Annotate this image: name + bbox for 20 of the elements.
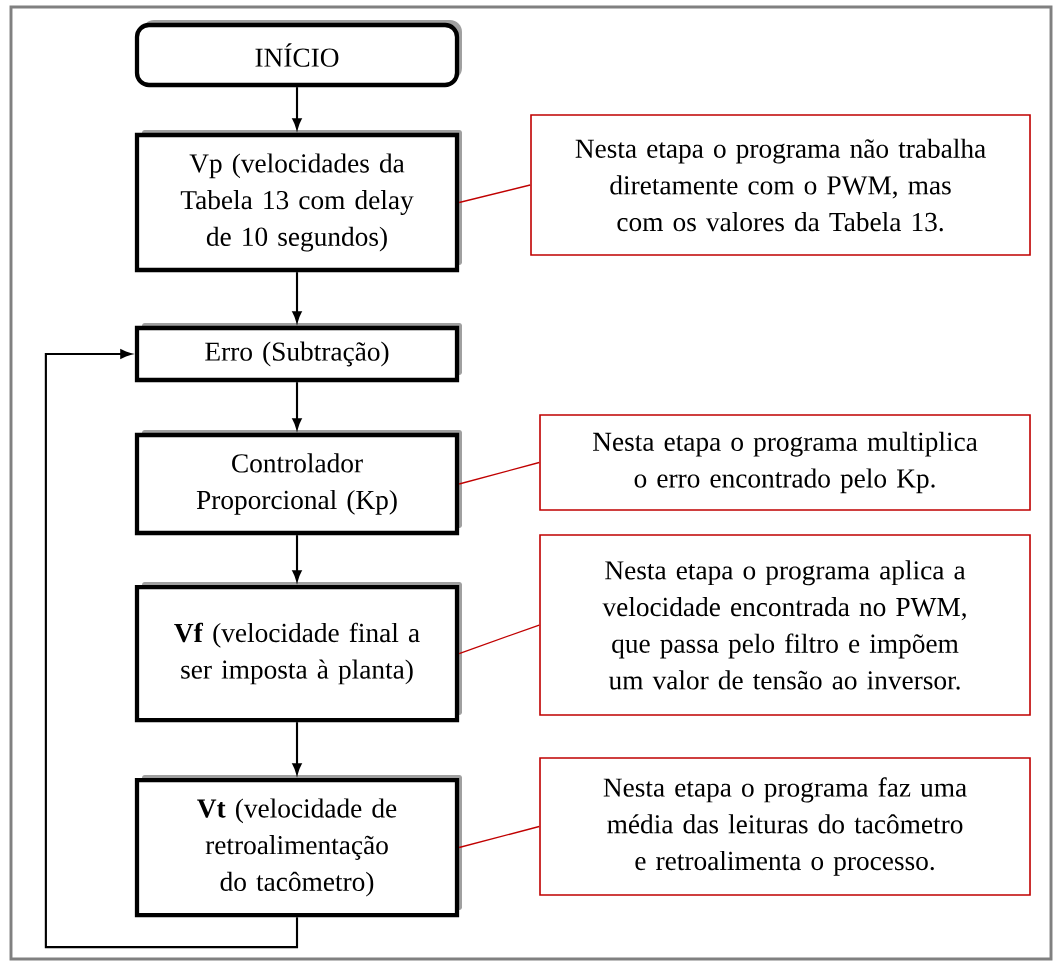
leader-line	[458, 825, 540, 849]
start-terminal: INÍCIO	[134, 20, 462, 88]
process-box: Vf (velocidade final a ser imposta à planta)	[134, 582, 462, 723]
note-box: Nesta etapa o programa faz uma média das leituras do tacômetro e retroalimenta o processo.	[539, 757, 1031, 896]
note-box: Nesta etapa o programa não trabalha diretamente com o PWM, mas com os valores da Tabela 13.	[530, 114, 1031, 256]
process-box: Vt (velocidade de retroalimentação do tacômetro)	[134, 775, 462, 918]
leader-line	[458, 624, 540, 655]
process-box: Vp (velocidades da Tabela 13 com delay de 10 segundos)	[134, 130, 462, 273]
arrow	[292, 272, 302, 323]
note-box: Nesta etapa o programa multiplica o erro encontrado pelo Kp.	[539, 414, 1031, 511]
note-box: Nesta etapa o programa aplica a velocidade encontrada no PWM, que passa pelo filtro e impõem um valor de tensão ao inversor.	[539, 534, 1031, 716]
leader-line	[458, 461, 540, 485]
arrow	[292, 87, 302, 130]
arrow	[292, 382, 302, 430]
process-box: Erro (Subtração)	[134, 323, 462, 383]
arrow	[292, 722, 302, 775]
leader-line	[458, 184, 531, 204]
feedback-arrow	[44, 349, 299, 949]
process-box: Controlador Proporcional (Kp)	[134, 430, 462, 536]
arrow	[292, 535, 302, 582]
